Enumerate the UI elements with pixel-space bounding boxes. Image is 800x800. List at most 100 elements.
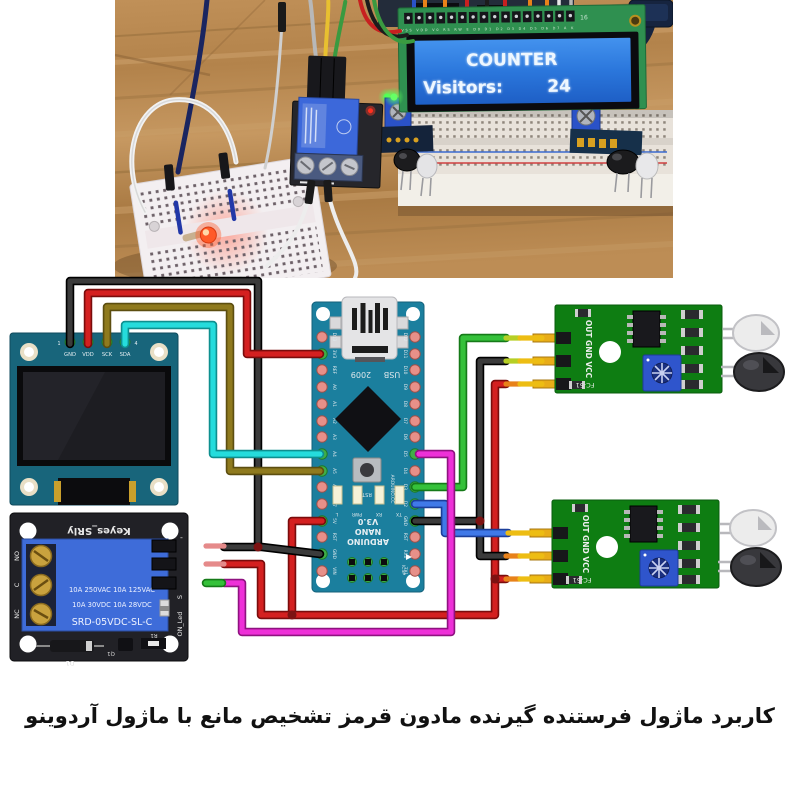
svg-text:NO: NO [13, 551, 21, 561]
svg-text:D7: D7 [402, 418, 408, 424]
blue-jumper-wire [227, 188, 237, 222]
svg-text:D13: D13 [331, 333, 337, 342]
resistor [182, 230, 205, 242]
ir-sensor-bottom [528, 498, 783, 590]
relay-model: SRD-05VDC-SL-C [72, 617, 153, 628]
svg-text:SDA: SDA [120, 352, 131, 358]
relay-rating-text: 10A 250VAC 10A 125VAC 10A 30VDC 10A 28VD… [69, 586, 155, 628]
svg-text:10A 250VAC 10A 125VAC: 10A 250VAC 10A 125VAC [69, 586, 155, 594]
oled-mounting-holes [20, 343, 168, 496]
svg-text:D10: D10 [402, 366, 408, 375]
photo-arduino-setup: 16 VSS VDD V0 RS RW E D0 D1 D2 D3 D4 D5 … [115, 0, 673, 278]
svg-text:10A 30VDC 10A 28VDC: 10A 30VDC 10A 28VDC [72, 601, 152, 609]
wire-junctions [253, 516, 500, 620]
svg-text:VDD: VDD [82, 352, 94, 358]
relay-brand-label: Keyes_SRly [67, 525, 131, 536]
svg-text:GND: GND [402, 516, 408, 527]
svg-text:Visitors:: Visitors: [423, 78, 503, 99]
svg-text:PWR: PWR [352, 511, 362, 517]
mini-usb-connector [329, 296, 409, 362]
svg-text:D12: D12 [402, 333, 408, 342]
lcd-text: COUNTER Visitors: 24 COUNTER Visitors: 2… [423, 50, 571, 99]
oled-display-module: 1 4 GND VDD SCK SDA [9, 332, 179, 506]
relay-pin-minus: - [180, 533, 183, 542]
reset-button: RST [352, 457, 382, 497]
svg-text:D3: D3 [402, 484, 408, 490]
photo-wire-bundle [358, 0, 415, 44]
nano-year-label: 2009 [351, 370, 371, 379]
oled-pin-labels: GND VDD SCK SDA [64, 352, 131, 358]
relay-terminal-labels: NO C NC [13, 551, 21, 619]
svg-text:A2: A2 [331, 418, 337, 424]
dupont-connector [306, 55, 347, 103]
nano-usb-label: USB [384, 370, 400, 379]
svg-text:RST: RST [361, 491, 372, 497]
relay-pin-s: S [176, 595, 184, 599]
svg-text:24: 24 [547, 77, 571, 97]
svg-text:D4: D4 [402, 468, 408, 474]
relay-discrete-parts: D1 Q1 R1 [36, 632, 166, 666]
relay-onled-label: ON_Led [176, 612, 184, 637]
svg-text:COUNTER: COUNTER [466, 50, 558, 71]
svg-text:V3.0: V3.0 [357, 517, 378, 526]
lcd-pin-header: 16 [404, 10, 588, 24]
nano-mounting-holes [316, 307, 420, 588]
nano-brand-url: ARDUINO.CC [389, 475, 395, 504]
wire-magenta-relay-signal [201, 449, 456, 637]
relay-screw-terminals [29, 544, 53, 626]
photo-mini-breadboard [129, 152, 332, 278]
svg-text:GND: GND [331, 549, 337, 560]
wiring [65, 276, 545, 637]
svg-text:D9: D9 [402, 384, 408, 390]
diode-label: D1 [66, 659, 75, 666]
svg-text:A0: A0 [331, 384, 337, 390]
svg-text:VIN: VIN [331, 567, 337, 574]
relay-control-pins: - S ON_Led [151, 533, 184, 637]
resistor-label: R1 [150, 632, 157, 638]
relay-module: Keyes_SRly NO C NC 10A 250VAC 10A 125VAC… [9, 512, 189, 666]
svg-text:RST: RST [402, 533, 408, 542]
svg-text:TX: TX [396, 511, 403, 517]
blue-jumper-wire [173, 200, 183, 235]
mcu-chip [335, 386, 401, 452]
svg-text:ARDUINO: ARDUINO [347, 537, 389, 546]
svg-text:3V3: 3V3 [331, 350, 337, 359]
relay-mounting-holes [19, 522, 179, 653]
svg-text:D2: D2 [402, 501, 408, 507]
svg-text:REF: REF [331, 366, 337, 375]
svg-text:D11: D11 [402, 350, 408, 359]
photo-lcd-module: 16 VSS VDD V0 RS RW E D0 D1 D2 D3 D4 D5 … [397, 4, 647, 113]
lcd-header-number: 16 [580, 14, 588, 21]
svg-text:5V: 5V [331, 518, 337, 524]
svg-text:D8: D8 [402, 401, 408, 407]
lcd-line1: COUNTER [466, 50, 558, 71]
svg-text:RST: RST [331, 533, 337, 542]
nano-title: ARDUINO NANO V3.0 [347, 517, 389, 546]
icsp-header: ICSP [347, 557, 406, 583]
photo-relay-module [289, 0, 384, 189]
svg-text:NC: NC [13, 609, 21, 619]
svg-text:TX1: TX1 [402, 566, 408, 576]
svg-text:A4: A4 [331, 451, 337, 457]
svg-text:D5: D5 [402, 451, 408, 457]
svg-text:RX: RX [376, 511, 382, 517]
transistor-label: Q1 [107, 650, 115, 656]
caption-text: کاربرد ماژول فرستنده گیرنده مادون قرمز ت… [25, 704, 775, 728]
icsp-label: ICSP [400, 565, 406, 575]
lcd-screen [414, 37, 632, 105]
svg-text:SCK: SCK [102, 352, 113, 358]
svg-text:L: L [335, 511, 338, 517]
oled-connector [58, 478, 130, 505]
svg-text:RX0: RX0 [402, 550, 408, 559]
photo-relay-output-wires [265, 179, 359, 278]
sensor-wire-tips [503, 335, 545, 582]
svg-text:GND: GND [64, 352, 76, 358]
nano-pins [316, 331, 421, 577]
arduino-nano: 2009 USB D13 3V3 REF A0 A1 [311, 296, 425, 593]
lcd-visitor-count: 24 [547, 77, 571, 97]
oled-pin4-number: 4 [134, 341, 137, 347]
nano-leds: L PWR RX TX [332, 485, 405, 517]
tx-marker [406, 554, 412, 560]
nano-pin-labels: D13 3V3 REF A0 A1 A2 A3 A4 A5 A6 A7 5V R… [331, 333, 408, 576]
